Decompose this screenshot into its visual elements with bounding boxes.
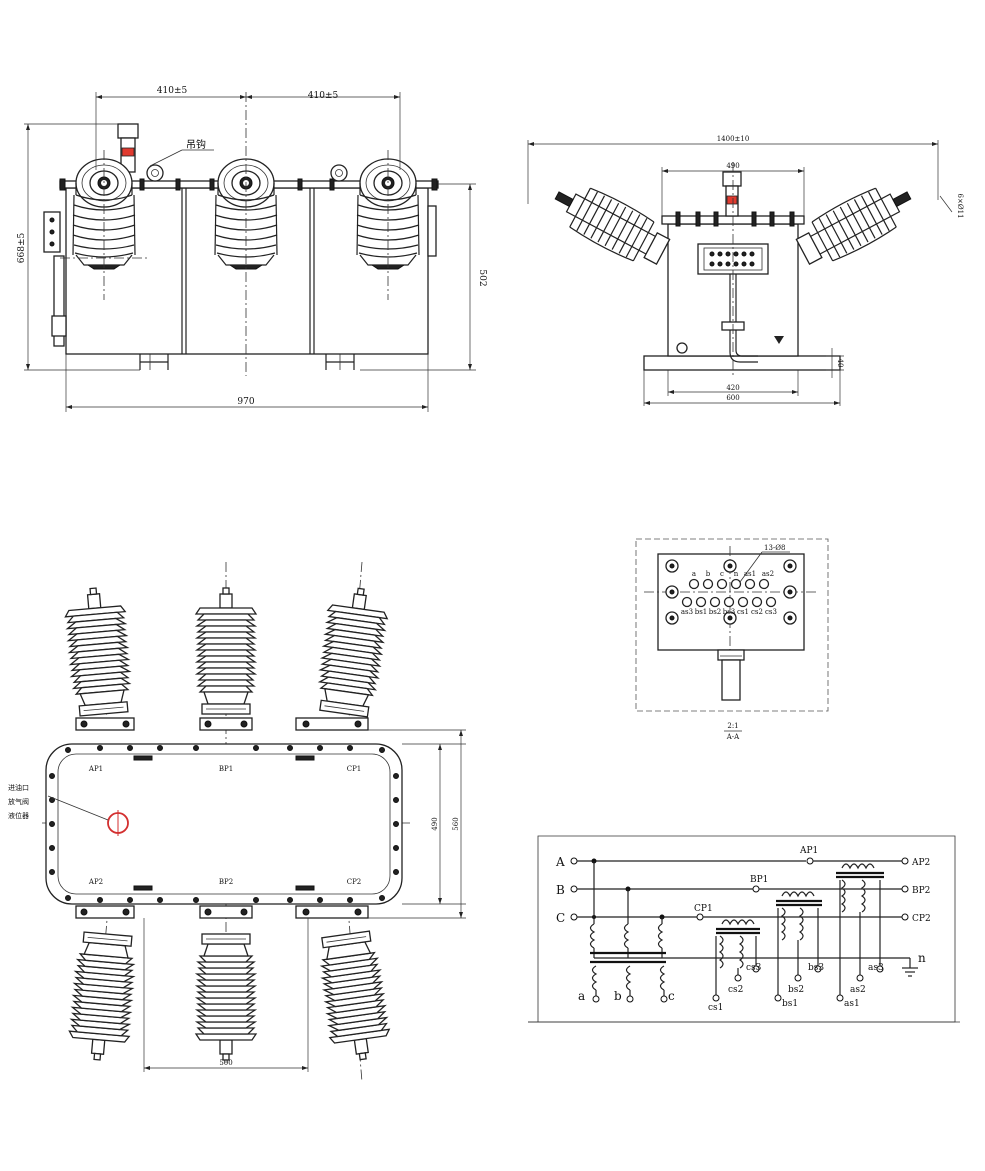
stud-label-bs2: bs2 bbox=[709, 608, 722, 616]
dim-overall-height: 668±5 bbox=[17, 233, 27, 264]
dim-pitch-left: 410±5 bbox=[157, 86, 188, 96]
primary-cp1: CP1 bbox=[694, 904, 713, 914]
dim-overall-width: 970 bbox=[237, 397, 254, 407]
tap-c: c bbox=[668, 989, 675, 1003]
oil-inlet-label: 进油口 bbox=[8, 783, 29, 792]
terminal-ap1: AP1 bbox=[88, 765, 103, 773]
sec-bs1: bs1 bbox=[782, 999, 798, 1009]
tap-b: b bbox=[614, 989, 622, 1003]
top-bushing-b2 bbox=[195, 933, 257, 1061]
front-tank-body bbox=[65, 187, 429, 355]
level-gauge-label: 液位器 bbox=[8, 811, 29, 820]
side-dim-420: 420 bbox=[726, 384, 739, 392]
side-dim-holes: 6×Ø11 bbox=[956, 194, 964, 219]
primary-bp1: BP1 bbox=[750, 875, 768, 885]
terminal-bp1: BP1 bbox=[219, 765, 233, 773]
sec-as2: as2 bbox=[850, 985, 866, 995]
tap-a: a bbox=[578, 989, 585, 1003]
dim-bottom-500: 500 bbox=[219, 1059, 232, 1067]
dim-outer-560: 560 bbox=[452, 817, 460, 830]
stud-label-n: n bbox=[734, 570, 739, 578]
vent-valve-label: 放气阀 bbox=[8, 797, 29, 806]
top-bushing-a1 bbox=[62, 585, 135, 718]
side-bushing-left bbox=[554, 187, 671, 265]
dim-body-height: 502 bbox=[477, 269, 487, 286]
lifting-lug-label: 吊钩 bbox=[186, 139, 206, 151]
sec-cs3: cs3 bbox=[746, 963, 762, 973]
terminal-cp1: CP1 bbox=[347, 765, 362, 773]
sec-as3: as3 bbox=[868, 963, 884, 973]
side-base-plate bbox=[643, 355, 841, 371]
front-view: 410±5 410±5 吊钩 668±5 502 970 bbox=[17, 86, 487, 412]
top-bushing-c1 bbox=[313, 583, 392, 719]
stud-label-b: b bbox=[706, 570, 711, 578]
stud-label-as2: as2 bbox=[762, 570, 774, 578]
stud-label-as3: as3 bbox=[681, 608, 693, 616]
hole-callout: 13-Ø8 bbox=[764, 544, 785, 552]
input-a: A bbox=[555, 855, 565, 869]
side-view: 1400±10 490 6×Ø11 40 420 600 bbox=[527, 135, 964, 406]
primary-ap1: AP1 bbox=[799, 846, 818, 856]
top-bushing-b1 bbox=[195, 587, 257, 715]
side-dim-base: 40 bbox=[836, 359, 844, 368]
side-dim-top: 490 bbox=[726, 162, 739, 170]
detail-view-name: A-A bbox=[726, 733, 740, 741]
output-bp2: BP2 bbox=[912, 886, 930, 896]
output-ap2: AP2 bbox=[911, 858, 930, 868]
sec-bs2: bs2 bbox=[788, 985, 804, 995]
lifting-lug bbox=[146, 164, 164, 182]
terminal-ap2: AP2 bbox=[88, 878, 103, 886]
stud-label-cs3: cs3 bbox=[765, 608, 777, 616]
stud-label-a: a bbox=[692, 570, 696, 578]
stud-label-c: c bbox=[720, 570, 724, 578]
top-view: AP1 BP1 CP1 AP2 BP2 CP2 进油口 放气阀 液位器 490 … bbox=[8, 561, 466, 1083]
flange-bolts bbox=[49, 745, 399, 903]
neutral-n: n bbox=[918, 951, 926, 965]
side-dim-600: 600 bbox=[726, 394, 739, 402]
stud-label-as1: as1 bbox=[744, 570, 756, 578]
detail-view-aa: a b c n as1 as2 as3 bs1 bs2 bs3 cs1 cs2 … bbox=[635, 538, 829, 741]
detail-scale: 2:1 bbox=[727, 722, 738, 730]
top-tank-outline bbox=[45, 743, 403, 905]
sec-cs1: cs1 bbox=[708, 1003, 723, 1013]
sec-cs2: cs2 bbox=[728, 985, 743, 995]
side-bushing-right bbox=[795, 187, 912, 265]
input-c: C bbox=[556, 911, 565, 925]
output-cp2: CP2 bbox=[912, 914, 931, 924]
sec-bs3: bs3 bbox=[808, 963, 824, 973]
circuit-diagram: A B C a b c CP1 bbox=[528, 835, 960, 1023]
input-b: B bbox=[556, 883, 565, 897]
top-bushing-c2 bbox=[315, 929, 394, 1065]
dim-pitch-right: 410±5 bbox=[308, 91, 339, 101]
stud-label-bs3: bs3 bbox=[723, 608, 736, 616]
sec-as1: as1 bbox=[844, 999, 860, 1009]
terminal-bp2: BP2 bbox=[219, 878, 233, 886]
stud-label-cs2: cs2 bbox=[751, 608, 763, 616]
terminal-cp2: CP2 bbox=[347, 878, 362, 886]
top-bushing-a2 bbox=[66, 930, 139, 1063]
stud-label-bs1: bs1 bbox=[695, 608, 708, 616]
dim-inner-490: 490 bbox=[431, 817, 439, 830]
side-dim-overall: 1400±10 bbox=[717, 135, 750, 143]
stud-label-cs1: cs1 bbox=[737, 608, 749, 616]
